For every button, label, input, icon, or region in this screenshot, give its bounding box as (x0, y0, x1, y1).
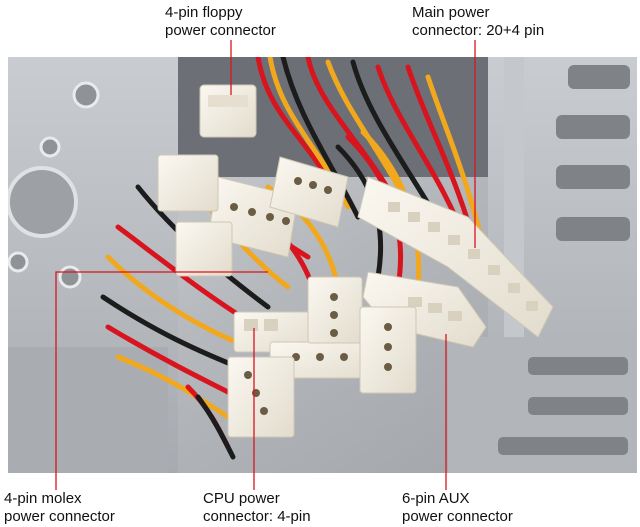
label-cpu-line1: CPU power (203, 490, 280, 507)
label-main-line2: connector: 20+4 pin (412, 22, 545, 39)
label-aux-power-connector: 6-pin AUX power connector (402, 490, 513, 526)
label-molex-line2: power connector (4, 508, 115, 525)
floppy-connector-shape (199, 84, 257, 138)
chassis-screw-hole (72, 81, 100, 109)
label-molex-connector: 4-pin molex power connector (4, 490, 115, 526)
drive-bay-slot (498, 437, 628, 455)
main-power-connector-shape (357, 176, 554, 338)
drive-bay-slot (556, 217, 630, 241)
label-floppy-line1: 4-pin floppy (165, 4, 243, 21)
chassis-screw-hole (58, 265, 82, 289)
label-cpu-power-connector: CPU power connector: 4-pin (203, 490, 311, 526)
label-cpu-line2: connector: 4-pin (203, 508, 311, 525)
label-main-power-connector: Main power connector: 20+4 pin (412, 4, 544, 40)
chassis-large-hole (8, 166, 78, 238)
chassis-screw-hole (8, 251, 29, 273)
label-aux-line1: 6-pin AUX (402, 490, 470, 507)
label-floppy-line2: power connector (165, 22, 276, 39)
chassis-screw-hole (39, 136, 61, 158)
label-floppy-connector: 4-pin floppy power connector (165, 4, 276, 40)
label-main-line1: Main power (412, 4, 490, 21)
label-aux-line2: power connector (402, 508, 513, 525)
psu-cables-photo (8, 57, 637, 473)
drive-bay-slot (556, 115, 630, 139)
small-connector-shape (157, 154, 233, 277)
drive-bay-slot (556, 165, 630, 189)
label-molex-line1: 4-pin molex (4, 490, 82, 507)
drive-bay-slot (528, 357, 628, 375)
drive-bay-slot (568, 65, 630, 89)
drive-bay-slot (528, 397, 628, 415)
